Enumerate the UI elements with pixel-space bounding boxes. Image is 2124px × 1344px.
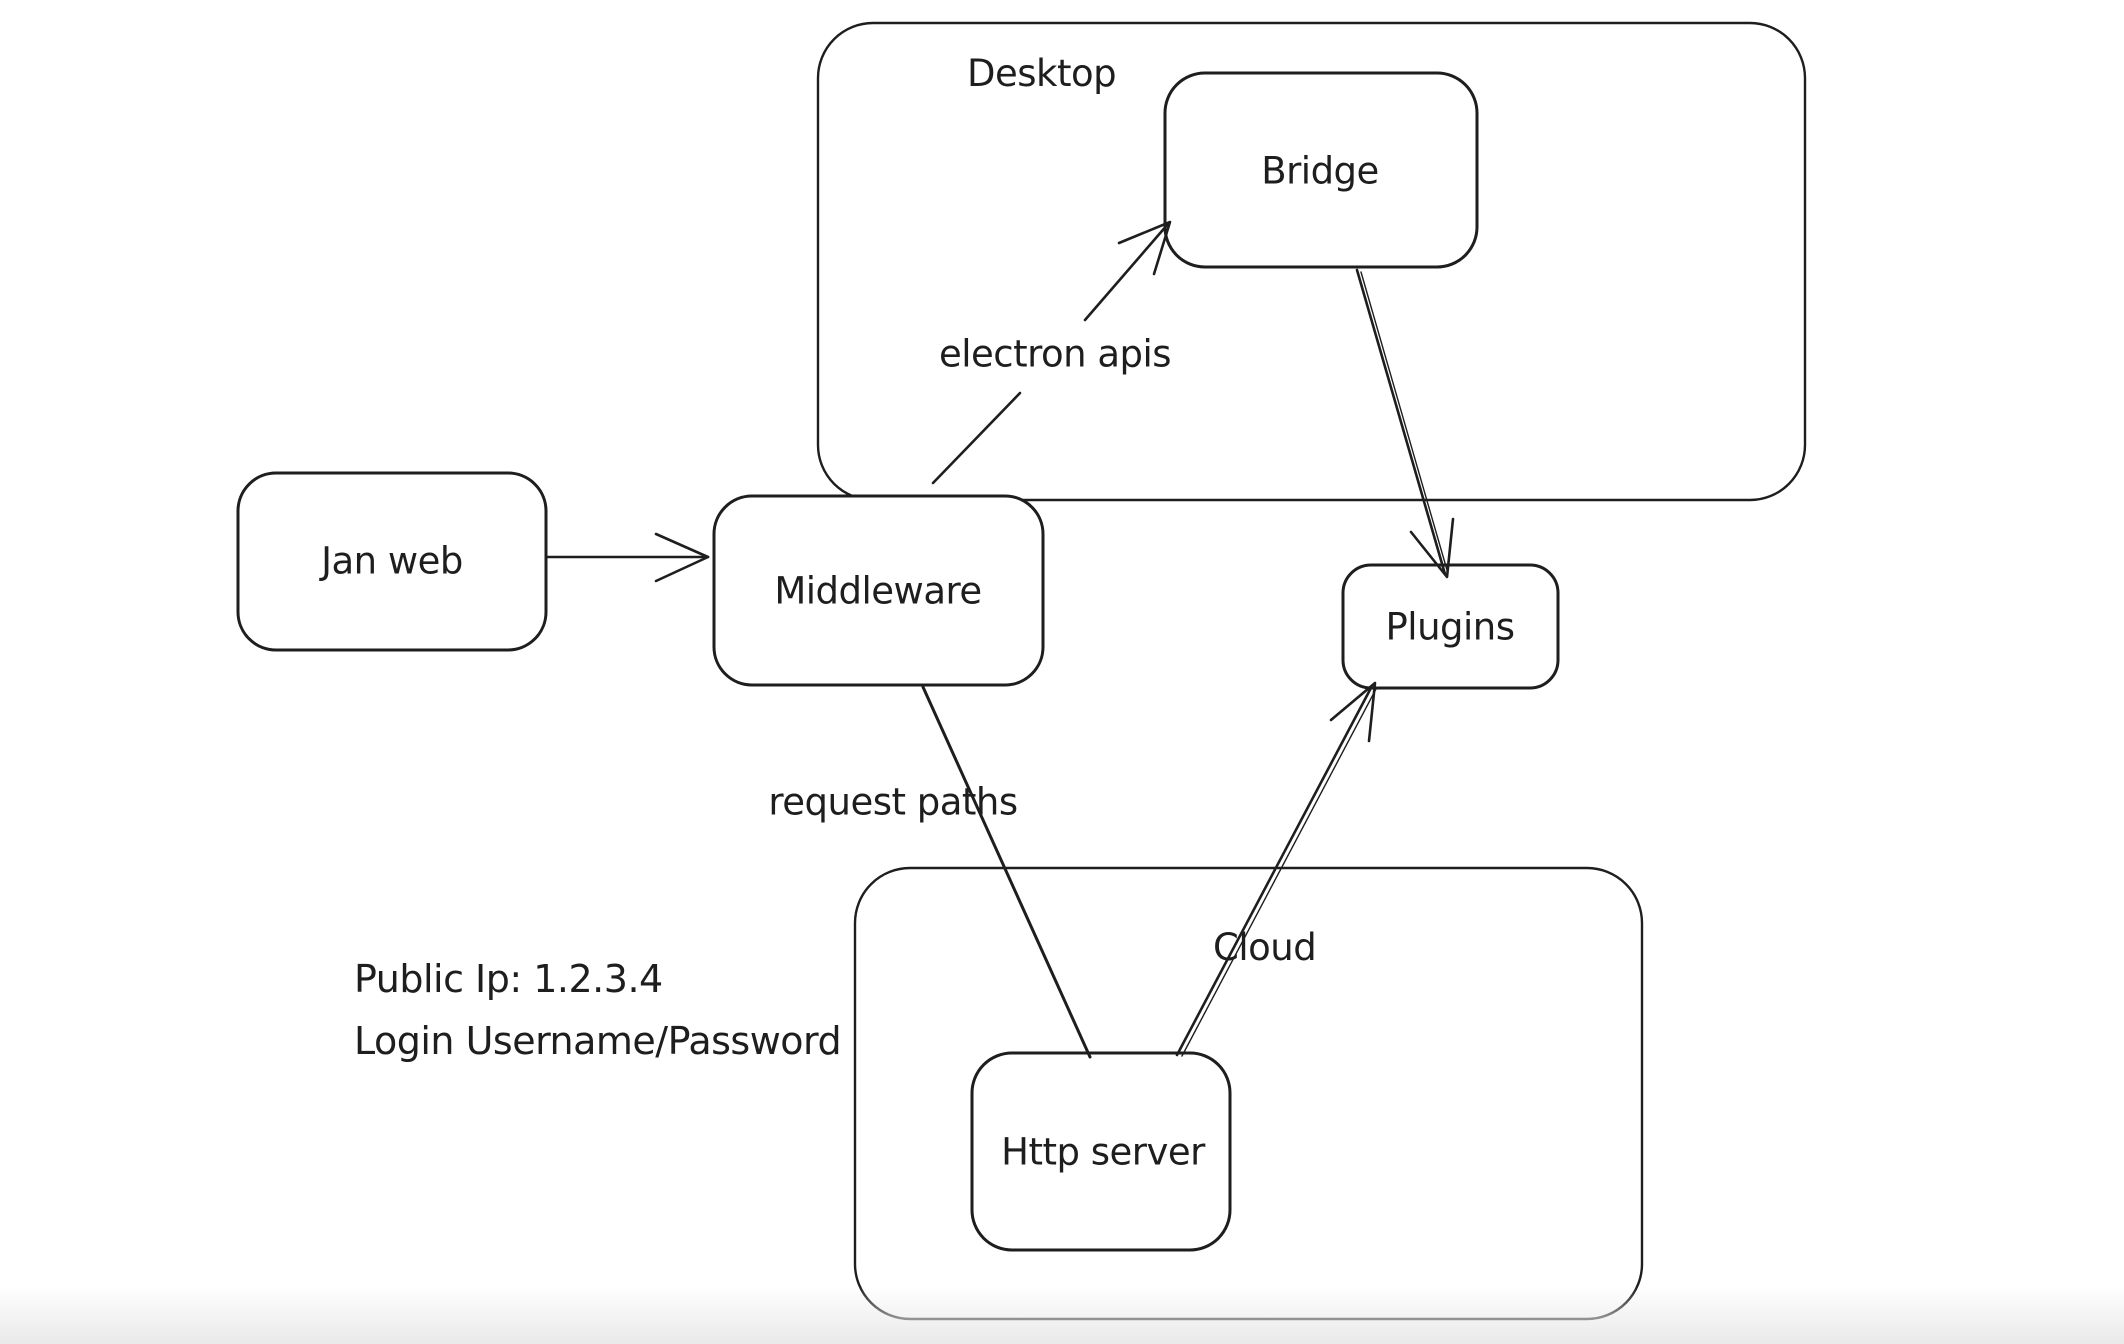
bridge-node-label: Bridge — [1261, 149, 1379, 193]
plugins-node-label: Plugins — [1385, 605, 1515, 649]
desktop-group-box[interactable] — [816, 21, 1807, 502]
arrowhead-icon — [1329, 681, 1377, 743]
middleware-node-label: Middleware — [774, 569, 982, 613]
cloud-group-label: Cloud — [1213, 926, 1317, 969]
jan-web-node-label: Jan web — [321, 539, 463, 583]
bridge-node-box[interactable] — [1163, 71, 1479, 269]
plugins-node-box[interactable] — [1341, 563, 1560, 690]
middleware-node-box[interactable] — [712, 494, 1045, 687]
cloud-annotation: Public Ip: 1.2.3.4 Login Username/Passwo… — [354, 948, 842, 1072]
edge-label-electron-apis: electron apis — [938, 332, 1172, 376]
http-server-node-label: Http server — [1001, 1130, 1205, 1174]
cloud-annotation-line2: Login Username/Password — [354, 1019, 842, 1063]
http-server-node-box[interactable] — [970, 1051, 1232, 1252]
edge-middleware-httpserver[interactable] — [921, 685, 1092, 1059]
edge-janweb-middleware[interactable] — [545, 532, 710, 583]
jan-web-node-box[interactable] — [236, 471, 548, 652]
edge-middleware-bridge[interactable] — [931, 220, 1172, 485]
cloud-annotation-line1: Public Ip: 1.2.3.4 — [354, 957, 663, 1001]
arrowhead-icon — [1409, 517, 1455, 579]
desktop-group-label: Desktop — [967, 52, 1117, 95]
edge-httpserver-plugins[interactable] — [1175, 681, 1377, 1057]
edge-bridge-plugins[interactable] — [1355, 268, 1455, 579]
arrowhead-icon — [654, 532, 710, 583]
arrowhead-icon — [1117, 220, 1172, 276]
edge-label-request-paths: request paths — [768, 780, 1018, 824]
